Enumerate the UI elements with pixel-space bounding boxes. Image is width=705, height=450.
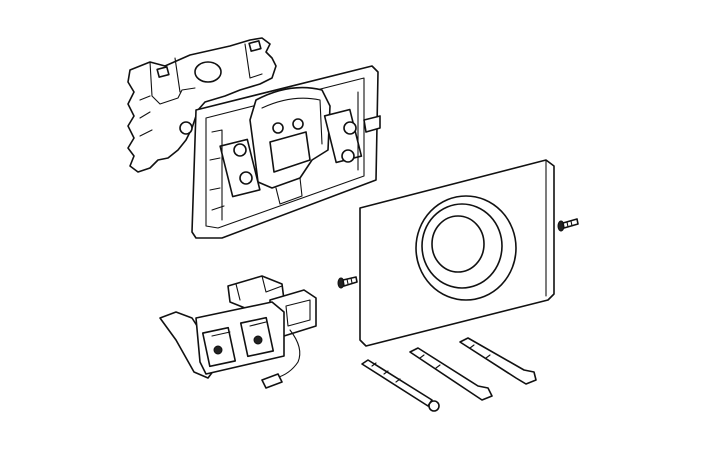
screw-left bbox=[337, 276, 358, 289]
flush-button bbox=[431, 215, 485, 273]
actuator-frame bbox=[191, 65, 381, 239]
sensor-plug bbox=[261, 373, 283, 389]
actuator-rod-2 bbox=[409, 347, 493, 401]
mounting-bracket bbox=[127, 37, 277, 173]
sensor-module bbox=[159, 275, 317, 389]
bracket-hole bbox=[194, 61, 222, 83]
actuator-rod-1 bbox=[361, 359, 440, 412]
cover-plate bbox=[359, 159, 555, 347]
actuator-rod-3 bbox=[459, 337, 537, 385]
screw-right bbox=[557, 218, 579, 232]
